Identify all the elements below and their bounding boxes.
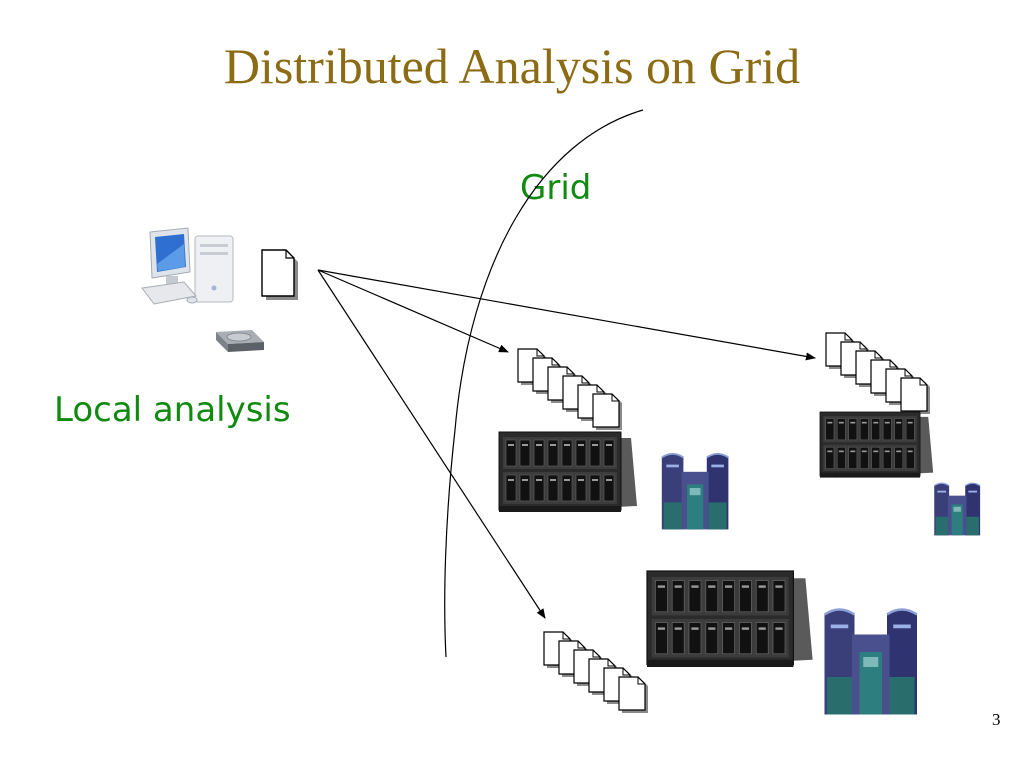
slide-title: Distributed Analysis on Grid bbox=[223, 38, 801, 94]
document-stack-icon bbox=[518, 349, 622, 430]
grid-label: Grid bbox=[520, 168, 592, 208]
supercomputer-icon bbox=[823, 608, 919, 716]
blade-server-icon bbox=[646, 570, 814, 668]
supercomputer-icon bbox=[933, 482, 981, 536]
document-stack-icon bbox=[826, 333, 930, 414]
grid-site-center bbox=[498, 349, 730, 531]
supercomputer-icon bbox=[660, 452, 730, 531]
blade-server-icon bbox=[819, 411, 934, 479]
local-analysis-label: Local analysis bbox=[54, 390, 291, 430]
grid-site-right bbox=[819, 333, 981, 536]
arrow-to-site-bottom bbox=[317, 269, 546, 619]
hard-drive-icon bbox=[216, 330, 264, 352]
grid-boundary-curve bbox=[444, 109, 644, 658]
document-stack-icon bbox=[544, 632, 648, 713]
document-icon bbox=[261, 249, 298, 300]
page-number: 3 bbox=[992, 710, 1001, 729]
blade-server-icon bbox=[498, 431, 638, 513]
arrow-to-site-right bbox=[317, 269, 816, 361]
grid-site-bottom bbox=[544, 570, 919, 716]
arrow-to-site-center bbox=[317, 269, 509, 353]
desktop-computer-icon bbox=[141, 227, 234, 305]
